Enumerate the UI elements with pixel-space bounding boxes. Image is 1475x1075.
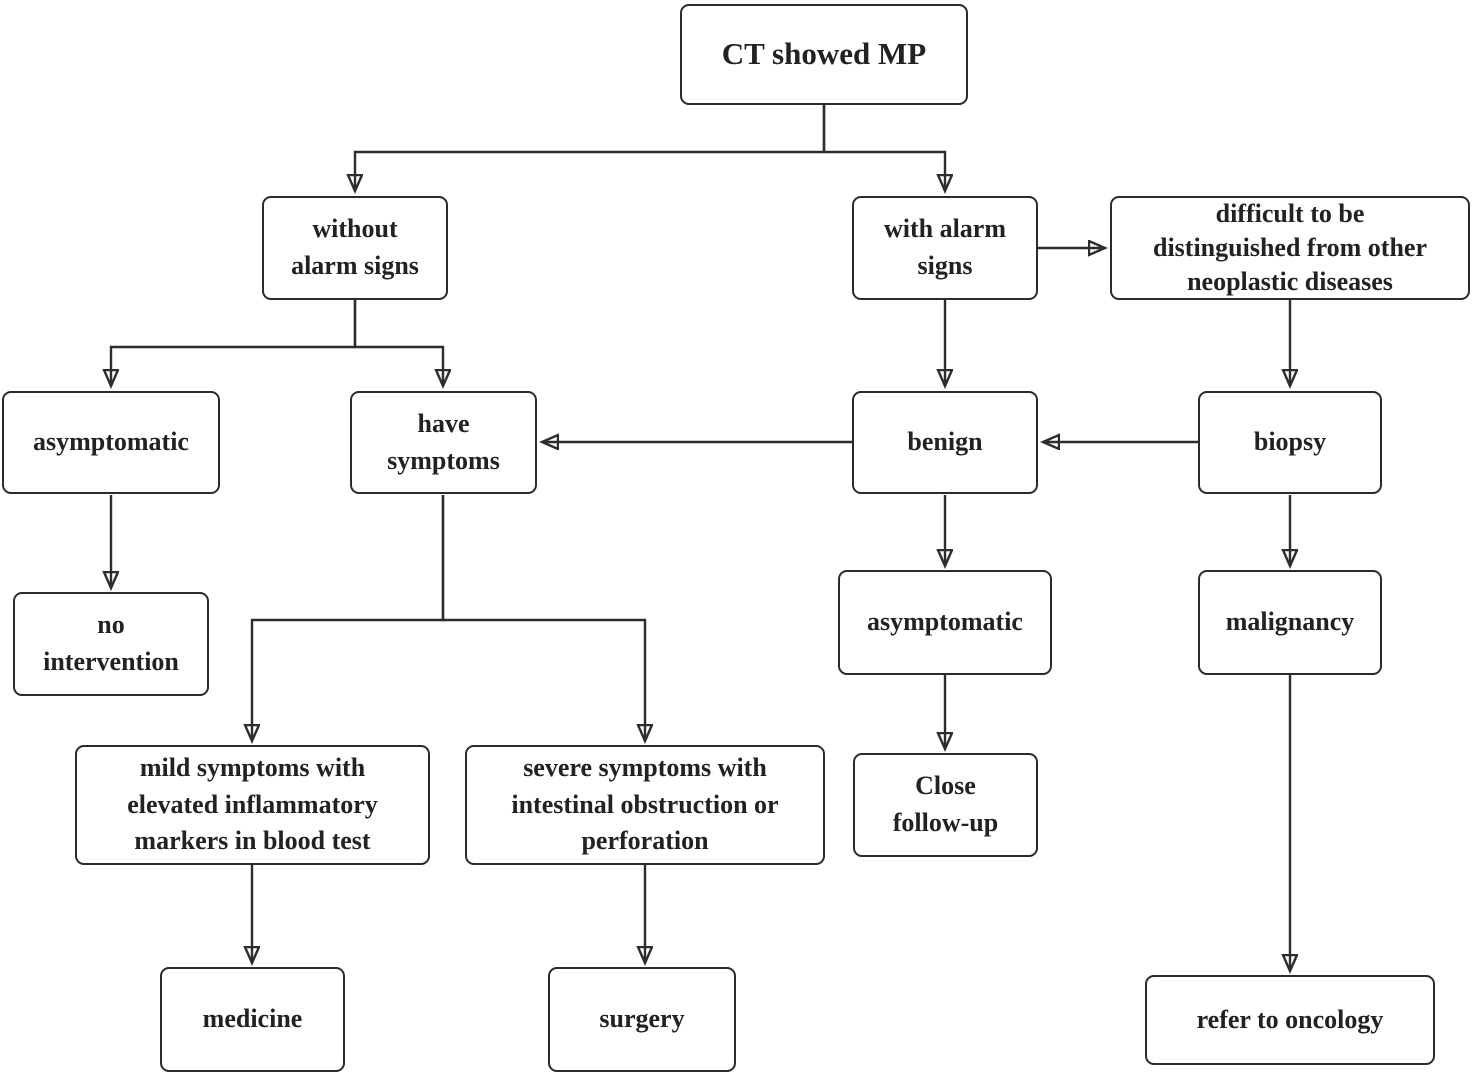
node-without-alarm-signs-label: without alarm signs	[291, 214, 419, 280]
edge-have-symptoms-to-severe	[441, 495, 645, 740]
edge-have-symptoms-to-mild	[252, 495, 445, 740]
node-malignancy: malignancy	[1198, 570, 1382, 675]
node-malignancy-label: malignancy	[1225, 607, 1355, 637]
node-asymptomatic-left: asymptomatic	[2, 391, 220, 494]
node-medicine: medicine	[160, 967, 345, 1072]
node-severe-symptoms: severe symptoms with intestinal obstruct…	[465, 745, 825, 865]
node-refer-to-oncology-label: refer to oncology	[1196, 1004, 1384, 1034]
edge-without-alarm-to-asymptomatic	[111, 300, 357, 385]
node-asymptomatic-right-label: asymptomatic	[867, 607, 1023, 637]
node-benign: benign	[852, 391, 1038, 494]
node-biopsy: biopsy	[1198, 391, 1382, 494]
node-surgery-label: surgery	[599, 1004, 685, 1034]
edge-ct-to-without-alarm	[355, 105, 826, 190]
node-biopsy-label: biopsy	[1253, 427, 1327, 457]
node-benign-label: benign	[907, 427, 983, 457]
node-mild-symptoms: mild symptoms with elevated inflammatory…	[75, 745, 430, 865]
node-asymptomatic-right: asymptomatic	[838, 570, 1052, 675]
node-severe-symptoms-label: severe symptoms with intestinal obstruct…	[511, 752, 779, 856]
node-medicine-label: medicine	[202, 1004, 303, 1034]
node-asymptomatic-left-label: asymptomatic	[33, 427, 189, 457]
node-surgery: surgery	[548, 967, 736, 1072]
node-without-alarm-signs: without alarm signs	[262, 196, 448, 300]
node-have-symptoms: have symptoms	[350, 391, 537, 494]
node-close-follow-up-label: Close follow-up	[892, 771, 999, 837]
node-no-intervention-label: no intervention	[43, 610, 179, 676]
node-difficult-to-distinguish: difficult to be distinguished from other…	[1110, 196, 1470, 300]
node-have-symptoms-label: have symptoms	[387, 408, 500, 475]
node-mild-symptoms-label: mild symptoms with elevated inflammatory…	[127, 752, 378, 856]
node-with-alarm-signs: with alarm signs	[852, 196, 1038, 300]
node-with-alarm-signs-label: with alarm signs	[883, 214, 1007, 280]
node-ct-showed-mp-label: CT showed MP	[721, 36, 927, 72]
node-no-intervention: no intervention	[13, 592, 209, 696]
node-refer-to-oncology: refer to oncology	[1145, 975, 1435, 1065]
node-close-follow-up: Close follow-up	[853, 753, 1038, 857]
node-difficult-to-distinguish-label: difficult to be distinguished from other…	[1153, 199, 1427, 296]
edge-ct-to-with-alarm	[822, 105, 945, 190]
edge-without-alarm-to-have-symptoms	[353, 300, 443, 385]
node-ct-showed-mp: CT showed MP	[680, 4, 968, 105]
